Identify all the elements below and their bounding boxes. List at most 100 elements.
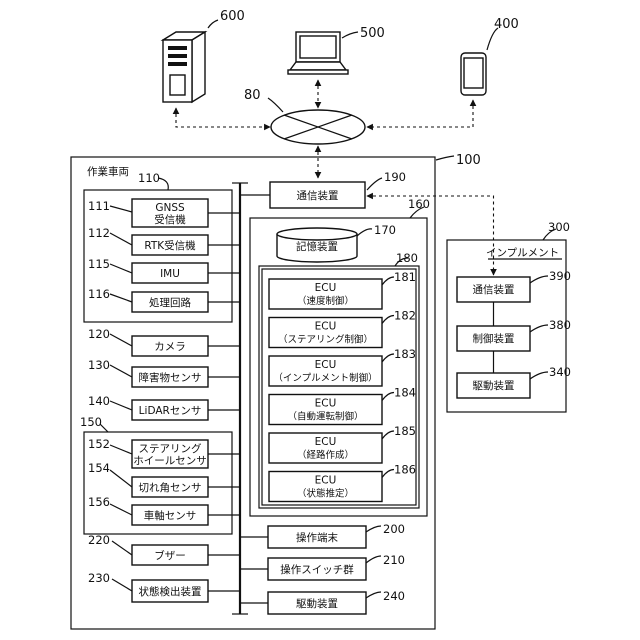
network-ref-leader <box>268 98 283 112</box>
axle-sensor: 車軸センサ <box>132 505 208 525</box>
vehicle-title: 作業車両 <box>87 165 129 178</box>
storage-ref: 170 <box>374 223 396 237</box>
switch-ref: 210 <box>383 553 405 567</box>
steering-wheel-sensor: ステアリング ホイールセンサ <box>132 440 208 468</box>
drive-ref: 240 <box>383 589 405 603</box>
laptop-ref-leader <box>342 32 358 38</box>
lidar-sensor: LiDARセンサ <box>132 400 208 420</box>
svg-text:制御装置: 制御装置 <box>473 332 515 345</box>
vehicle-drive-device: 駆動装置 <box>268 592 366 614</box>
ecu-186: ECU（状態推定）186 <box>269 463 416 502</box>
svg-text:記憶装置: 記憶装置 <box>296 240 338 253</box>
laptop-ref: 500 <box>360 26 385 41</box>
steer-ref: 152 <box>88 437 110 451</box>
processing-circuit: 処理回路 <box>132 292 208 312</box>
gnss-receiver: GNSS 受信機 <box>132 199 208 227</box>
ecu-title: ECU <box>315 475 337 487</box>
ecu-ref: 183 <box>394 347 416 361</box>
link-phone-network <box>367 100 473 127</box>
camera: カメラ <box>132 336 208 356</box>
angle-ref: 154 <box>88 461 110 475</box>
vehicle-ref: 100 <box>456 153 481 168</box>
implement-ref: 300 <box>548 220 570 234</box>
svg-text:通信装置: 通信装置 <box>297 189 339 202</box>
ecu-185: ECU（経路作成） 185 <box>269 424 416 463</box>
ecu-184: ECU（自動運転制御）184 <box>269 386 416 425</box>
svg-text:ホイールセンサ: ホイールセンサ <box>133 455 207 467</box>
lidar-ref: 140 <box>88 394 110 408</box>
rtk-ref: 112 <box>88 226 110 240</box>
svg-text:通信装置: 通信装置 <box>473 283 515 296</box>
camera-ref: 120 <box>88 327 110 341</box>
svg-text:駆動装置: 駆動装置 <box>473 379 515 392</box>
svg-text:操作端末: 操作端末 <box>296 531 338 544</box>
svg-text:RTK受信機: RTK受信機 <box>144 239 196 252</box>
implement-control-device: 制御装置 <box>457 326 530 351</box>
ecu-ref: 186 <box>394 463 416 477</box>
ecu-subtitle: （インプルメント制御） <box>273 372 377 384</box>
ecu-subtitle: （速度制御） <box>297 295 354 307</box>
ecu-ref: 182 <box>394 309 416 323</box>
gnss-label-2: 受信機 <box>154 213 186 226</box>
svg-text:IMU: IMU <box>160 268 180 280</box>
ecu-title: ECU <box>315 359 337 371</box>
ecu-title: ECU <box>315 321 337 333</box>
operation-switches: 操作スイッチ群 <box>268 558 366 580</box>
laptop-icon <box>288 32 348 74</box>
gnss-ref: 111 <box>88 199 110 213</box>
server-ref: 600 <box>220 9 245 24</box>
gnss-label-1: GNSS <box>155 202 185 214</box>
ecu-ref: 185 <box>394 424 416 438</box>
ecu-subtitle: （ステアリング制御） <box>278 334 373 346</box>
svg-text:駆動装置: 駆動装置 <box>296 597 338 610</box>
ecu-group-ref: 180 <box>396 251 418 265</box>
implement-drive-device: 駆動装置 <box>457 373 530 398</box>
svg-text:車軸センサ: 車軸センサ <box>144 509 197 522</box>
gnss-group-ref: 110 <box>138 171 160 185</box>
ecu-183: ECU（インプルメント制御） 183 <box>269 347 416 386</box>
ecu-title: ECU <box>315 282 337 294</box>
control-ref: 160 <box>408 197 430 211</box>
implement-comm-ref: 390 <box>549 269 571 283</box>
buzzer: ブザー <box>132 545 208 565</box>
obstacle-ref: 130 <box>88 358 110 372</box>
svg-text:ステアリング: ステアリング <box>139 442 202 455</box>
ecu-ref: 184 <box>394 386 416 400</box>
ecu-181: ECU（速度制御） 181 <box>269 270 416 309</box>
imu: IMU <box>132 263 208 283</box>
svg-text:操作スイッチ群: 操作スイッチ群 <box>280 563 354 576</box>
ecu-title: ECU <box>315 436 337 448</box>
rtk-receiver: RTK受信機 <box>132 235 208 255</box>
implement-comm-device: 通信装置 <box>457 277 530 302</box>
link-server-network <box>176 108 270 127</box>
svg-text:切れ角センサ: 切れ角センサ <box>139 482 202 494</box>
state-detector: 状態検出装置 <box>132 580 208 602</box>
operation-terminal: 操作端末 <box>268 526 366 548</box>
ecu-182: ECU（ステアリング制御） 182 <box>269 309 416 348</box>
ecu-ref: 181 <box>394 270 416 284</box>
obstacle-sensor: 障害物センサ <box>132 367 208 387</box>
phone-icon <box>461 53 486 95</box>
imu-ref: 115 <box>88 257 110 271</box>
storage-device: 記憶装置 <box>277 228 357 262</box>
sensor-group-ref: 150 <box>80 415 102 429</box>
svg-text:障害物センサ: 障害物センサ <box>139 371 202 384</box>
svg-text:カメラ: カメラ <box>154 341 186 353</box>
network-ref: 80 <box>244 88 261 103</box>
vehicle-comm-device: 通信装置 <box>270 182 365 208</box>
implement-title: インプルメント <box>486 247 559 259</box>
buzzer-ref: 220 <box>88 533 110 547</box>
server-ref-leader <box>208 20 218 28</box>
steering-angle-sensor: 切れ角センサ <box>132 477 208 497</box>
vehicle-ref-leader <box>436 156 454 160</box>
server-icon <box>163 32 205 102</box>
network-node <box>271 110 365 144</box>
state-ref: 230 <box>88 571 110 585</box>
svg-text:処理回路: 処理回路 <box>149 296 191 309</box>
ecu-subtitle: （経路作成） <box>297 449 354 461</box>
ecu-subtitle: （自動運転制御） <box>287 411 363 423</box>
svg-text:ブザー: ブザー <box>154 549 186 562</box>
proc-ref: 116 <box>88 287 110 301</box>
terminal-ref: 200 <box>383 522 405 536</box>
